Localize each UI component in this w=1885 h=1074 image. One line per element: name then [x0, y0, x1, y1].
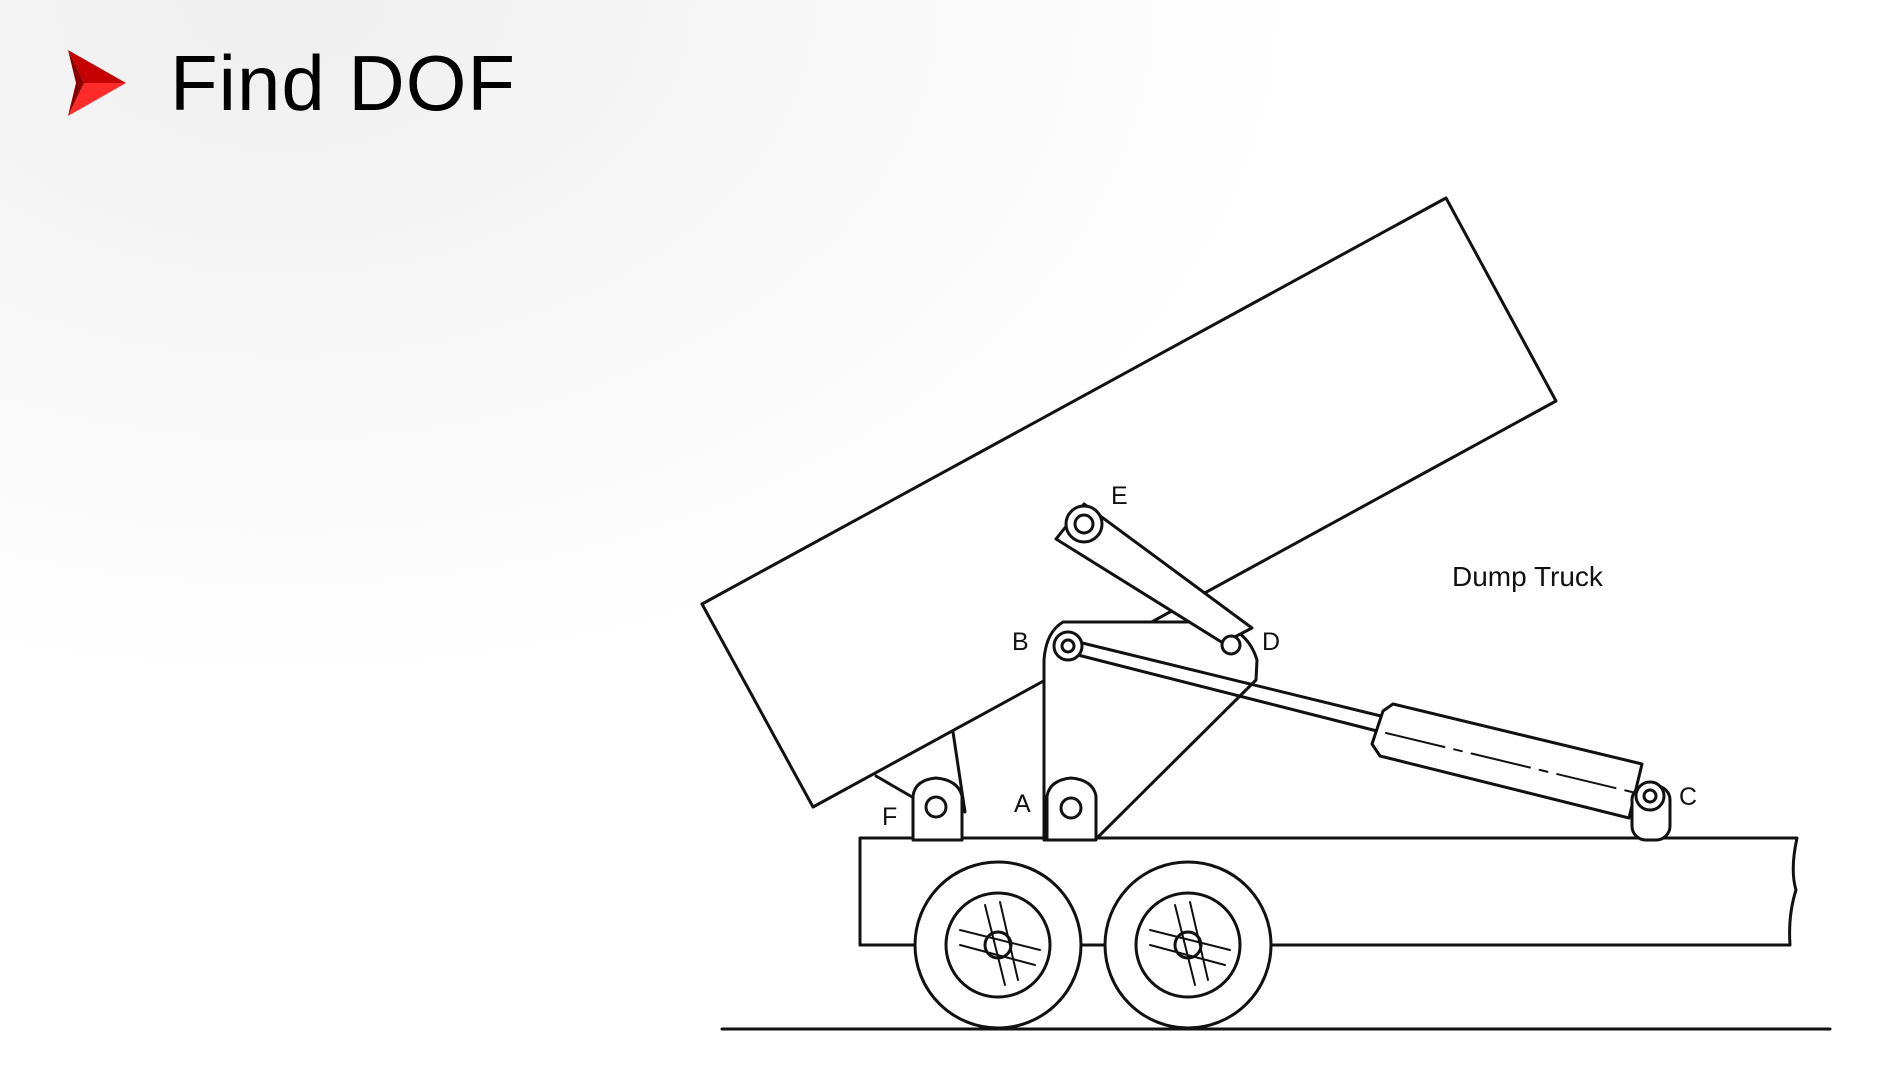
slide-title: Find DOF	[170, 39, 517, 127]
wheel-front	[913, 860, 1083, 1030]
diagram-caption: Dump Truck	[1452, 561, 1604, 592]
red-arrowhead-icon	[68, 50, 126, 116]
link-de	[1054, 502, 1254, 645]
joint-e	[1073, 513, 1095, 535]
truck-frame	[858, 836, 1799, 947]
joint-a	[1059, 796, 1083, 820]
dump-body	[700, 196, 1558, 809]
wheel-rear	[1103, 860, 1273, 1030]
joint-d	[1220, 634, 1242, 656]
label-b: B	[1012, 628, 1029, 656]
joint-f	[924, 795, 948, 819]
title-row: Find DOF	[66, 44, 516, 122]
label-a: A	[1014, 790, 1031, 818]
label-d: D	[1262, 628, 1280, 656]
label-e: E	[1111, 482, 1128, 510]
label-f: F	[882, 803, 897, 831]
label-c: C	[1679, 783, 1697, 811]
